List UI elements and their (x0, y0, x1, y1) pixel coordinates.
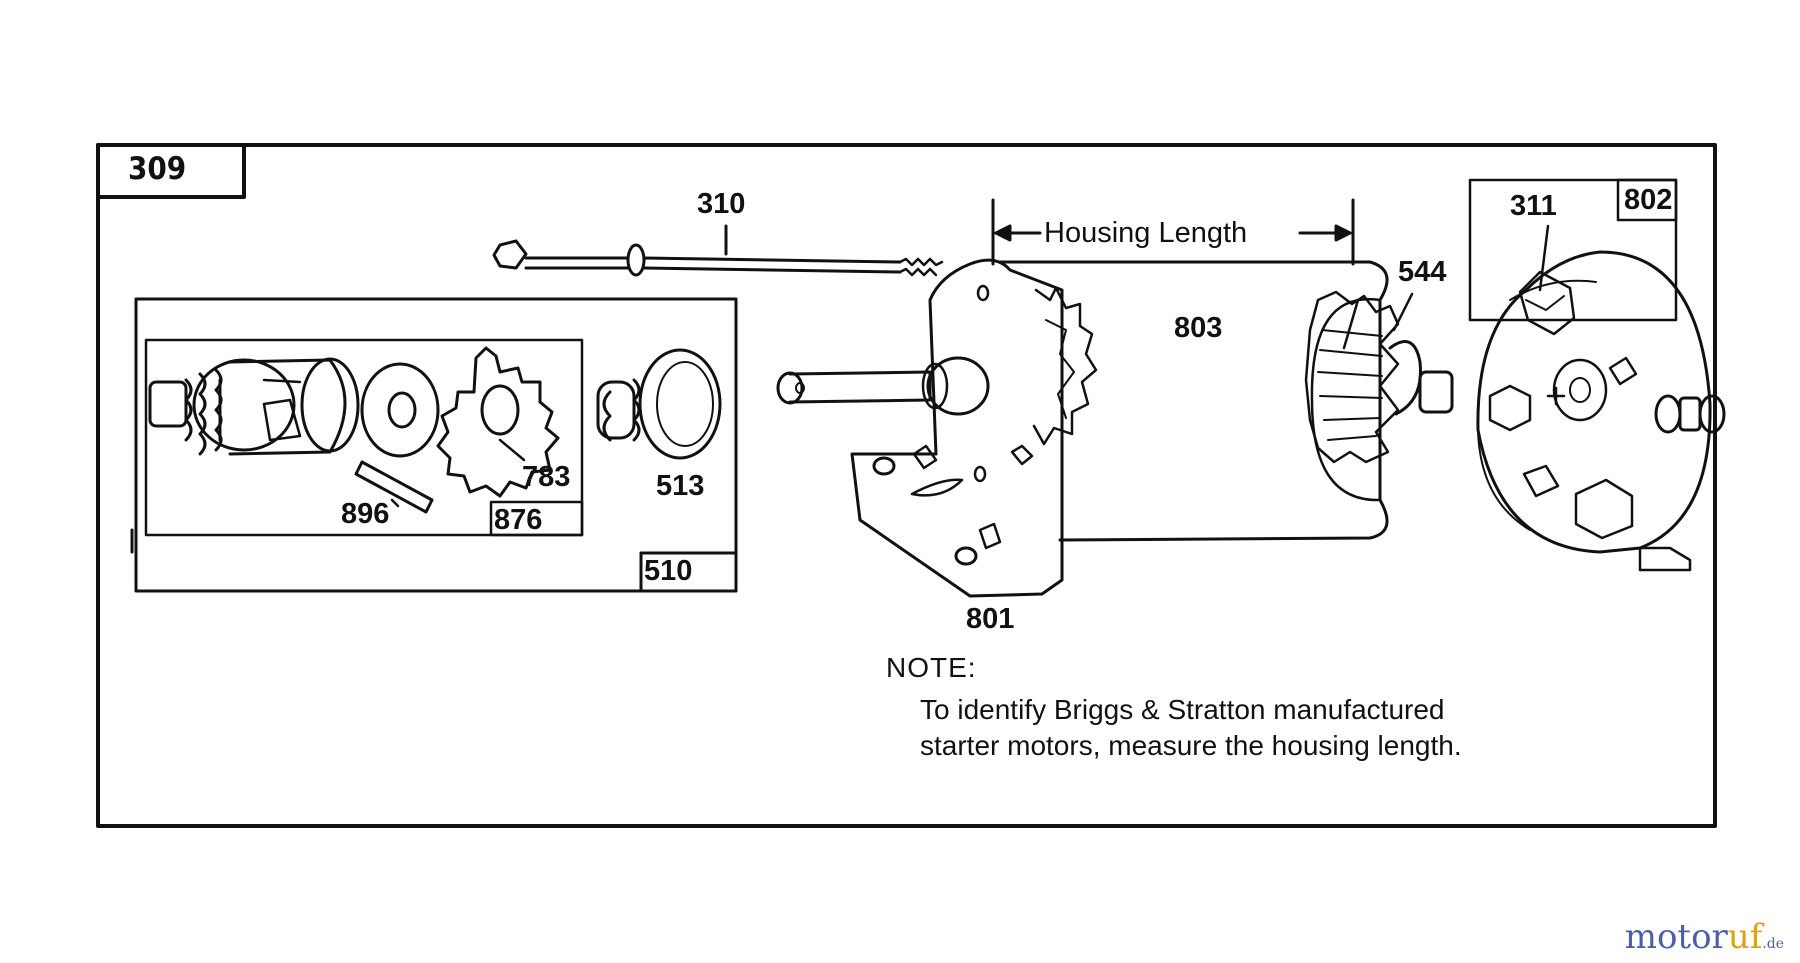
callout-310: 310 (697, 188, 746, 220)
through-bolt-310 (492, 224, 944, 277)
end-cap-802 (1476, 250, 1726, 572)
housing-803 (998, 260, 1389, 542)
callout-311: 311 (1510, 190, 1557, 222)
part-876-box (489, 500, 584, 537)
callout-876: 876 (494, 504, 543, 536)
assembly-number-box (96, 143, 246, 199)
callout-513: 513 (656, 470, 705, 502)
callout-801: 801 (966, 603, 1015, 635)
drive-clutch (148, 357, 360, 456)
leader-lines (390, 224, 1550, 508)
pinion-group-box (144, 338, 584, 537)
callout-510: 510 (644, 555, 693, 587)
mounting-bracket-801 (776, 258, 1064, 598)
part-513 (596, 348, 722, 460)
part-896-key (354, 460, 434, 514)
armature-544 (1304, 290, 1454, 464)
callout-896: 896 (341, 498, 390, 530)
drive-assembly-box (134, 297, 738, 593)
watermark-part-3: .de (1762, 936, 1784, 952)
assembly-number-label: 309 (128, 151, 187, 187)
pinion-gear-783 (436, 346, 560, 498)
outer-frame (96, 143, 1717, 828)
note-line-1: To identify Briggs & Stratton manufactur… (920, 694, 1445, 725)
callout-783: 783 (522, 461, 571, 493)
housing-length-label: Housing Length (1044, 217, 1248, 249)
note-line-2: starter motors, measure the housing leng… (920, 730, 1462, 761)
washer (360, 362, 440, 458)
note-heading: NOTE: (886, 652, 977, 683)
housing-length-dimension (991, 198, 1355, 266)
watermark-logo: motoruf.de (1625, 917, 1784, 957)
watermark-part-2: uf (1727, 917, 1763, 957)
callout-544: 544 (1398, 256, 1447, 288)
part-802-label-box (1616, 178, 1678, 222)
part-510-box (639, 551, 738, 593)
watermark-part-1: motor (1624, 917, 1728, 957)
callout-803: 803 (1174, 312, 1223, 344)
callout-802: 802 (1624, 184, 1673, 216)
